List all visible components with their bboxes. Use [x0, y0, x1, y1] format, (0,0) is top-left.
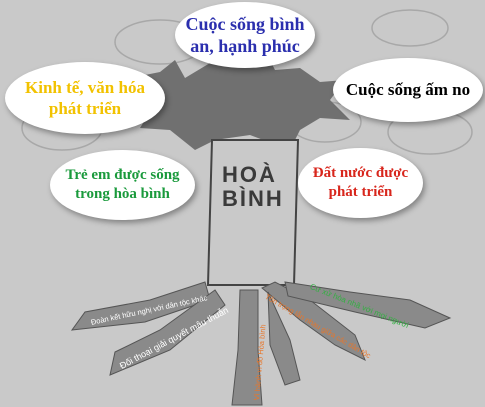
- bubble-line: Cuộc sống ấm no: [345, 80, 471, 100]
- bubble-economy-culture: Kinh tế, văn hóa phát triển: [5, 62, 165, 134]
- root-center: [231, 289, 263, 406]
- root-right-3: [267, 291, 301, 386]
- root-right-1: [261, 281, 366, 362]
- bubble-line: an, hạnh phúc: [190, 36, 300, 56]
- bubble-children-peace: Trẻ em được sống trong hòa bình: [50, 150, 195, 220]
- bubble-line: Đất nước được: [312, 165, 409, 182]
- bubble-line: trong hòa bình: [75, 186, 170, 202]
- trunk-title-line: BÌNH: [222, 186, 284, 211]
- bubble-line: phát triển: [48, 99, 122, 118]
- bubble-prosperous-life: Cuộc sống ấm no: [333, 58, 483, 122]
- bubble-line: Trẻ em được sống: [65, 167, 180, 184]
- bubble-country-development: Đất nước được phát triển: [298, 148, 423, 218]
- background-bubble: [371, 9, 449, 47]
- trunk-title-line: HOÀ: [222, 162, 277, 187]
- bubble-line: Kinh tế, văn hóa: [25, 77, 145, 97]
- bubble-line: Cuộc sống bình: [185, 13, 305, 34]
- tree-canopy: [120, 40, 350, 150]
- root-right-2: [284, 281, 452, 329]
- root-dialogue: [109, 289, 226, 376]
- bubble-line: phát triển: [328, 184, 393, 200]
- bubble-peaceful-happy-life: Cuộc sống bình an, hạnh phúc: [175, 2, 315, 68]
